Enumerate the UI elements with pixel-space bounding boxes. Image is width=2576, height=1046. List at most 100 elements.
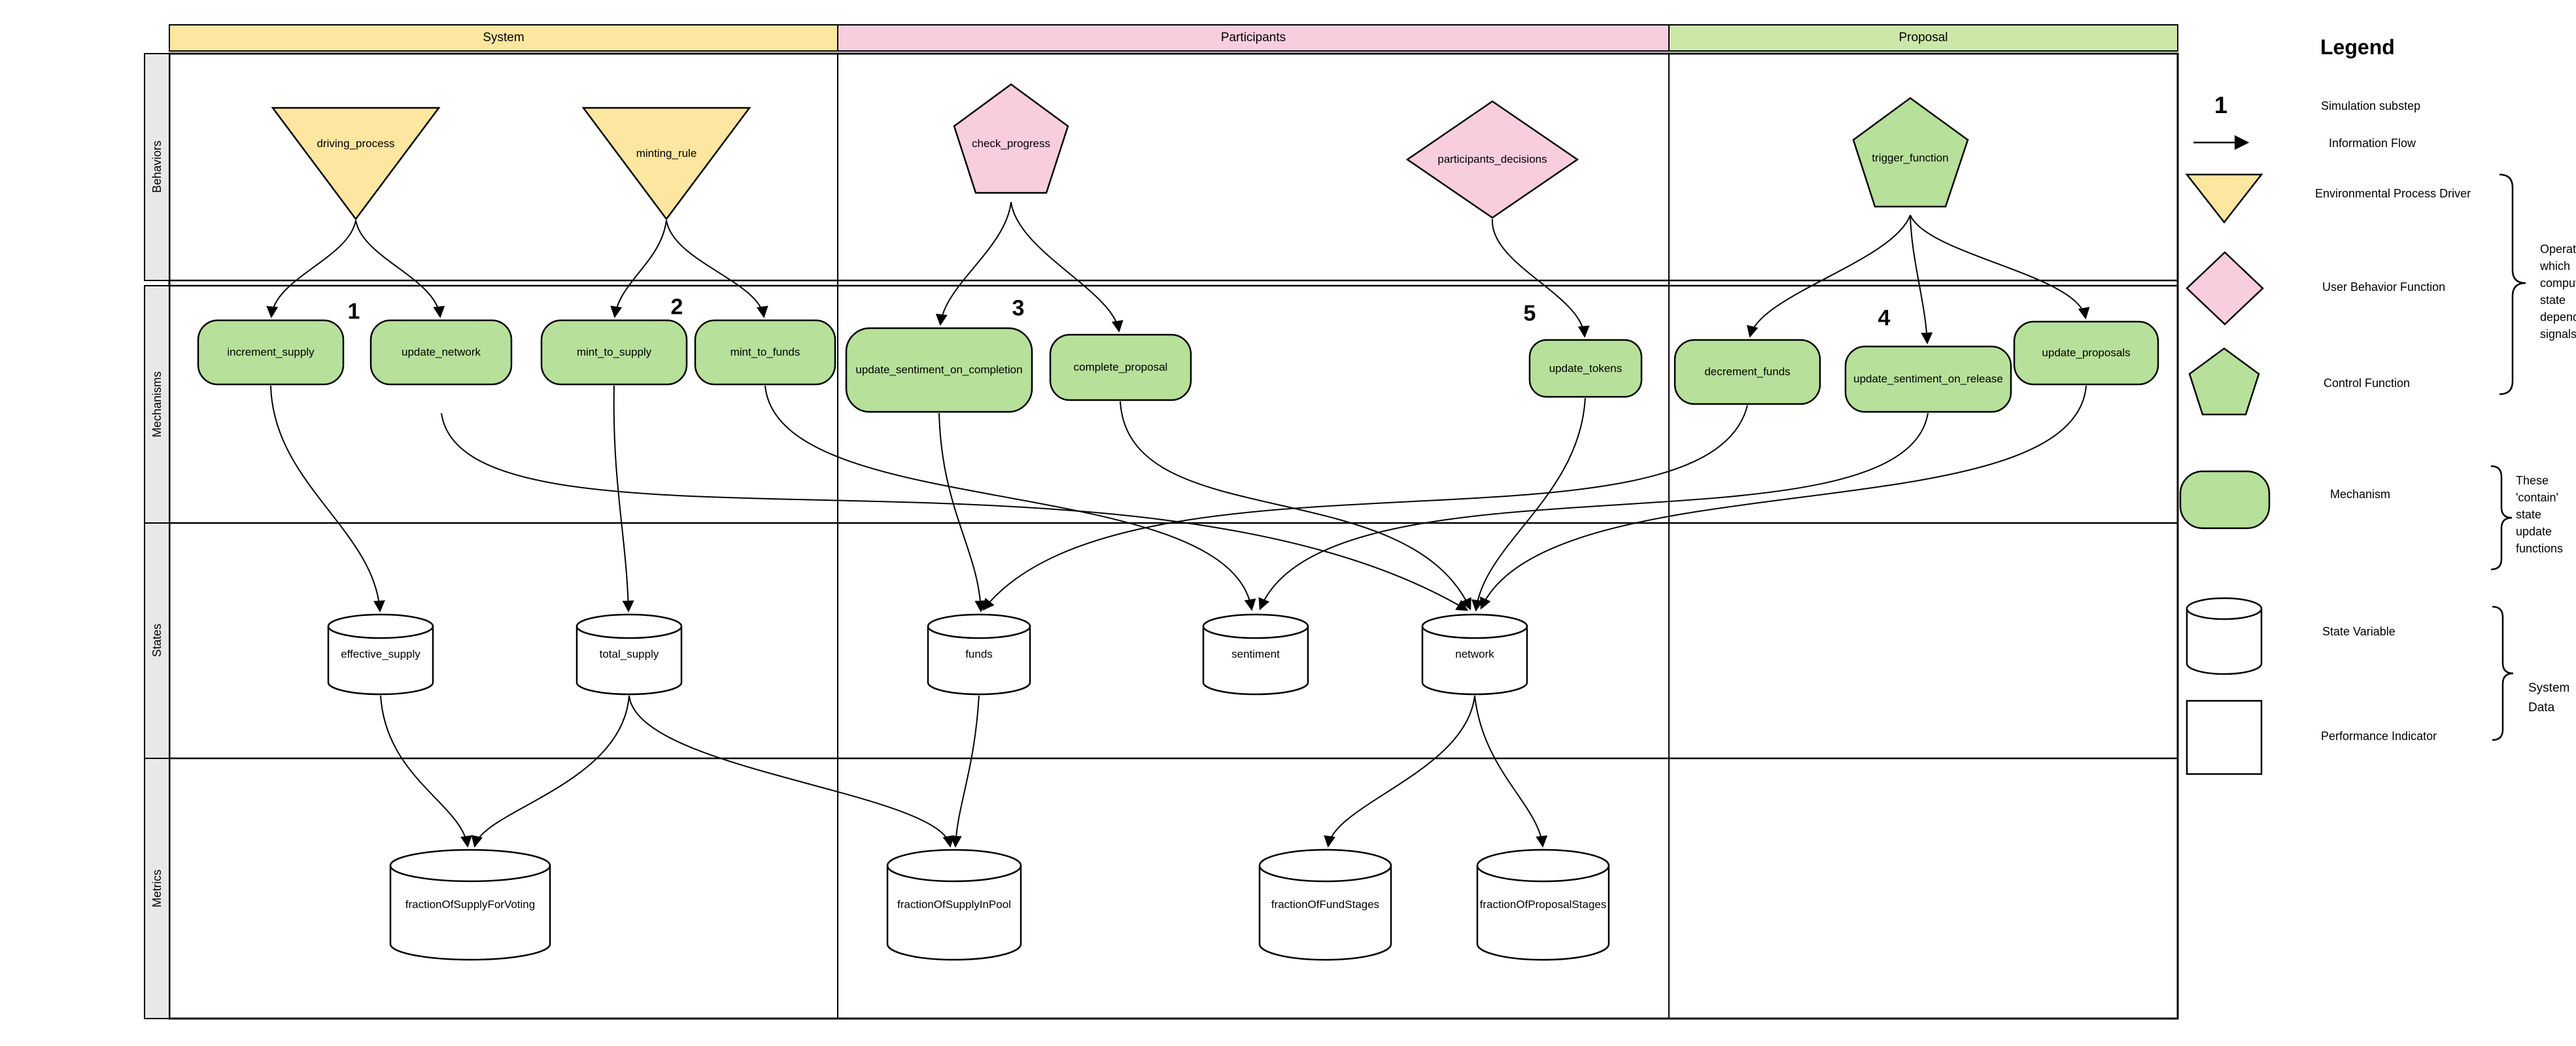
- row-label-states: States: [150, 624, 163, 658]
- check-progress-label[interactable]: check_progress: [971, 137, 1050, 150]
- edge-update-sentiment-on-release-sentiment: [1258, 413, 1929, 611]
- edge-increment-supply-effective-supply: [270, 385, 385, 613]
- sentiment-label[interactable]: sentiment: [1231, 648, 1280, 661]
- mechanism-update-network[interactable]: [369, 319, 513, 386]
- edge-mint-to-funds-sentiment: [764, 385, 1256, 611]
- substep-1: 1: [347, 299, 360, 324]
- network-label[interactable]: network: [1455, 648, 1494, 661]
- legend-note-mechanism: These 'contain' state update functions: [2516, 474, 2564, 555]
- update-sentiment-on-completion-label[interactable]: update_sentiment_on_completion: [855, 363, 1023, 377]
- driving-process-triangle[interactable]: [271, 107, 441, 221]
- trigger-function-pentagon[interactable]: [1852, 97, 1969, 208]
- metric-fraction-of-supply-for-voting-cylinder[interactable]: [389, 849, 551, 961]
- increment-supply-label[interactable]: increment_supply: [227, 346, 315, 359]
- trigger-function-label[interactable]: trigger_function: [1872, 152, 1949, 165]
- edge-trigger-function-update-proposals: [1910, 214, 2090, 320]
- state-effective-supply-cylinder[interactable]: [327, 613, 434, 696]
- legend-item-control-function: Control Function: [2324, 377, 2411, 390]
- column-header-participants-label: Participants: [1220, 31, 1286, 45]
- legend-pentagon-icon: [2188, 347, 2260, 416]
- mint-to-supply-label[interactable]: mint_to_supply: [576, 346, 652, 359]
- row-label-cell-metrics[interactable]: [144, 758, 170, 1019]
- legend-square-icon: [2186, 700, 2263, 775]
- funds-label[interactable]: funds: [965, 648, 993, 661]
- edge-update-network-network: [441, 413, 1469, 611]
- update-sentiment-on-release-label[interactable]: update_sentiment_on_release: [1853, 373, 2003, 386]
- mechanism-update-tokens[interactable]: [1528, 339, 1643, 398]
- edge-complete-proposal-network: [1120, 401, 1471, 611]
- driving-process-label[interactable]: driving_process: [317, 137, 395, 150]
- column-header-participants[interactable]: [837, 24, 1670, 52]
- state-funds-cylinder[interactable]: [927, 613, 1031, 696]
- legend-title: Legend: [2320, 35, 2395, 59]
- minting-rule-triangle[interactable]: [581, 107, 751, 221]
- edge-update-proposals-network: [1480, 385, 2087, 610]
- mechanism-mint-to-supply[interactable]: [540, 319, 688, 386]
- update-proposals-label[interactable]: update_proposals: [2042, 346, 2131, 360]
- state-total-supply-cylinder[interactable]: [575, 613, 683, 696]
- state-network-cylinder[interactable]: [1421, 613, 1528, 696]
- total-supply-label[interactable]: total_supply: [599, 648, 659, 661]
- metric-fraction-of-supply-in-pool-cylinder[interactable]: [886, 849, 1022, 961]
- fraction-of-proposal-stages-label[interactable]: fractionOfProposalStages: [1479, 898, 1607, 911]
- mechanism-update-sentiment-on-release[interactable]: [1844, 345, 2012, 413]
- legend-item-information-flow: Information Flow: [2329, 137, 2416, 150]
- legend-brace-system-data: [2492, 605, 2514, 741]
- edge-update-tokens-network: [1471, 397, 1586, 612]
- substep-3: 3: [1012, 295, 1025, 321]
- decrement-funds-label[interactable]: decrement_funds: [1704, 365, 1791, 379]
- effective-supply-label[interactable]: effective_supply: [341, 648, 421, 661]
- legend-note-operators: Operators which compute state dependent …: [2540, 243, 2576, 341]
- row-label-cell-behaviors[interactable]: [144, 53, 170, 281]
- mechanism-decrement-funds[interactable]: [1674, 339, 1821, 405]
- update-network-label[interactable]: update_network: [402, 346, 481, 359]
- substep-2: 2: [670, 294, 683, 320]
- check-progress-pentagon[interactable]: [953, 83, 1069, 194]
- edge-total-supply-fraction-of-supply-in-pool: [628, 695, 955, 848]
- legend-item-environmental-process-driver: Environmental Process Driver: [2315, 187, 2471, 200]
- fraction-of-supply-in-pool-label[interactable]: fractionOfSupplyInPool: [897, 898, 1011, 911]
- column-header-proposal[interactable]: [1668, 24, 2178, 52]
- mint-to-funds-label[interactable]: mint_to_funds: [730, 346, 800, 359]
- legend-diamond-icon: [2186, 251, 2264, 326]
- edge-funds-fraction-of-supply-in-pool: [950, 695, 980, 848]
- mechanism-update-sentiment-on-completion[interactable]: [845, 327, 1033, 413]
- edge-minting-rule-mint-to-funds: [666, 220, 768, 318]
- column-header-system-label: System: [483, 31, 524, 45]
- update-tokens-label[interactable]: update_tokens: [1549, 362, 1623, 375]
- row-label-metrics: Metrics: [150, 869, 163, 907]
- legend-brace-operators: [2499, 173, 2526, 396]
- edge-mint-to-supply-total-supply: [613, 385, 634, 613]
- legend-note-system-data: System Data: [2528, 681, 2570, 715]
- metric-fraction-of-proposal-stages-cylinder[interactable]: [1476, 849, 1610, 961]
- participants-decisions-diamond[interactable]: [1405, 100, 1579, 219]
- legend-cylinder-icon: [2186, 597, 2263, 675]
- legend-item-simulation-substep: Simulation substep: [2321, 99, 2421, 112]
- fraction-of-fund-stages-label[interactable]: fractionOfFundStages: [1271, 898, 1380, 911]
- edge-check-progress-complete-proposal: [1010, 201, 1124, 333]
- mechanism-increment-supply[interactable]: [197, 319, 345, 386]
- information-flow-arrows: [266, 201, 2090, 848]
- minting-rule-label[interactable]: minting_rule: [636, 147, 697, 160]
- mechanism-complete-proposal[interactable]: [1049, 333, 1192, 401]
- edge-check-progress-update-sentiment-on-completion: [935, 201, 1012, 326]
- state-sentiment-cylinder[interactable]: [1202, 613, 1309, 696]
- edge-decrement-funds-funds: [982, 405, 1748, 611]
- column-header-system[interactable]: [169, 24, 838, 52]
- edge-driving-process-update-network: [355, 220, 445, 318]
- edge-total-supply-fraction-of-supply-for-voting: [471, 695, 630, 848]
- metric-fraction-of-fund-stages-cylinder[interactable]: [1258, 849, 1392, 961]
- edge-network-fraction-of-fund-stages: [1324, 695, 1475, 848]
- legend-mechanism-icon: [2179, 470, 2271, 530]
- edge-driving-process-increment-supply: [266, 220, 356, 318]
- mechanism-mint-to-funds[interactable]: [694, 319, 836, 386]
- legend-triangle-icon: [2185, 173, 2263, 224]
- mechanism-update-proposals[interactable]: [2013, 320, 2159, 386]
- edge-participants-decisions-update-tokens: [1491, 218, 1590, 338]
- participants-decisions-label[interactable]: participants_decisions: [1437, 153, 1547, 166]
- row-label-cell-mechanisms[interactable]: [144, 285, 170, 524]
- fraction-of-supply-for-voting-label[interactable]: fractionOfSupplyForVoting: [405, 898, 536, 911]
- complete-proposal-label[interactable]: complete_proposal: [1073, 361, 1168, 374]
